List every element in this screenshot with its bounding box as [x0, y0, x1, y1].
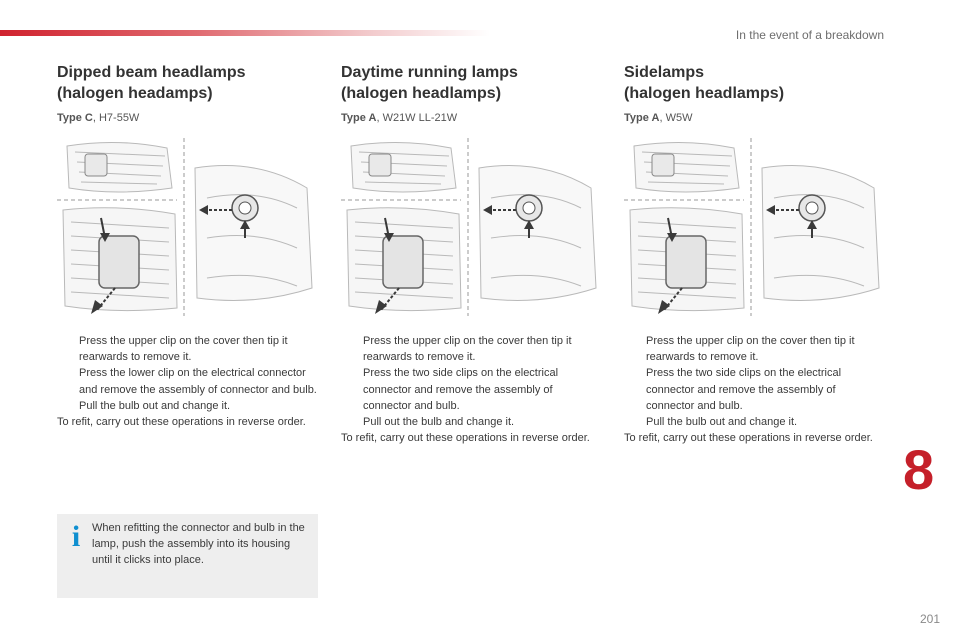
instruction-step: Press the two side clips on the electric…: [341, 365, 603, 414]
bulb-type: Type C, H7-55W: [57, 112, 319, 124]
instruction-step: Press the two side clips on the electric…: [624, 365, 886, 414]
title-line-1: Dipped beam headlamps: [57, 64, 246, 81]
headlamp-illustration: [624, 138, 880, 316]
column-daytime-running: Daytime running lamps (halogen headlamps…: [341, 62, 603, 446]
section-title: In the event of a breakdown: [735, 28, 884, 42]
title-line-2: (halogen headlamps): [341, 85, 502, 102]
column-sidelamps: Sidelamps (halogen headlamps) Type A, W5…: [624, 62, 886, 446]
bulb-type-spec: , H7-55W: [92, 112, 140, 124]
title-line-1: Sidelamps: [624, 64, 705, 81]
step-text: Press the two side clips on the electric…: [646, 367, 842, 412]
bulb-type-label: Type A: [624, 112, 660, 124]
instruction-list: Press the upper clip on the cover then t…: [57, 333, 319, 430]
bulb-type: Type A, W21W LL-21W: [341, 112, 603, 124]
column-dipped-beam: Dipped beam headlamps (halogen headamps)…: [57, 62, 319, 430]
illustration-slot: [624, 138, 884, 316]
header-accent-bar: [0, 30, 490, 36]
bulb-type-spec: , W21W LL-21W: [376, 112, 458, 124]
headlamp-illustration: [341, 138, 597, 316]
illustration-slot: [57, 138, 317, 316]
step-text: Press the upper clip on the cover then t…: [363, 335, 572, 364]
info-text: When refitting the connector and bulb in…: [92, 522, 305, 566]
info-icon: i: [71, 520, 81, 553]
bulb-type: Type A, W5W: [624, 112, 886, 124]
chapter-number: 8: [903, 438, 935, 501]
title-line-2: (halogen headlamps): [624, 85, 785, 102]
bulb-type-label: Type A: [341, 112, 377, 124]
refit-note: To refit, carry out these operations in …: [57, 416, 306, 429]
step-text: Pull the bulb out and change it.: [646, 416, 798, 429]
illustration-slot: [341, 138, 601, 316]
instruction-list: Press the upper clip on the cover then t…: [341, 333, 603, 446]
title-line-2: (halogen headamps): [57, 85, 213, 102]
instruction-step: Pull the bulb out and change it.: [624, 414, 886, 430]
title-line-1: Daytime running lamps: [341, 64, 518, 81]
instruction-step: Pull out the bulb and change it.: [341, 414, 603, 430]
step-text: Pull out the bulb and change it.: [363, 416, 515, 429]
instruction-step: Press the upper clip on the cover then t…: [341, 333, 603, 365]
instruction-list: Press the upper clip on the cover then t…: [624, 333, 886, 446]
step-text: Press the lower clip on the electrical c…: [79, 367, 317, 396]
column-title: Daytime running lamps (halogen headlamps…: [341, 62, 603, 104]
info-box: i When refitting the connector and bulb …: [57, 514, 318, 598]
step-text: Pull the bulb out and change it.: [79, 399, 231, 412]
column-title: Sidelamps (halogen headlamps): [624, 62, 886, 104]
instruction-step: Pull the bulb out and change it.: [57, 398, 319, 414]
bulb-type-label: Type C: [57, 112, 93, 124]
instruction-step: Press the lower clip on the electrical c…: [57, 365, 319, 397]
instruction-step: Press the upper clip on the cover then t…: [624, 333, 886, 365]
column-title: Dipped beam headlamps (halogen headamps): [57, 62, 319, 104]
step-text: Press the upper clip on the cover then t…: [79, 335, 288, 364]
step-text: Press the two side clips on the electric…: [363, 367, 559, 412]
instruction-step: Press the upper clip on the cover then t…: [57, 333, 319, 365]
step-text: Press the upper clip on the cover then t…: [646, 335, 855, 364]
headlamp-illustration: [57, 138, 313, 316]
page-number: 201: [919, 612, 940, 626]
bulb-type-spec: , W5W: [659, 112, 693, 124]
refit-note: To refit, carry out these operations in …: [341, 432, 590, 445]
refit-note: To refit, carry out these operations in …: [624, 432, 873, 445]
